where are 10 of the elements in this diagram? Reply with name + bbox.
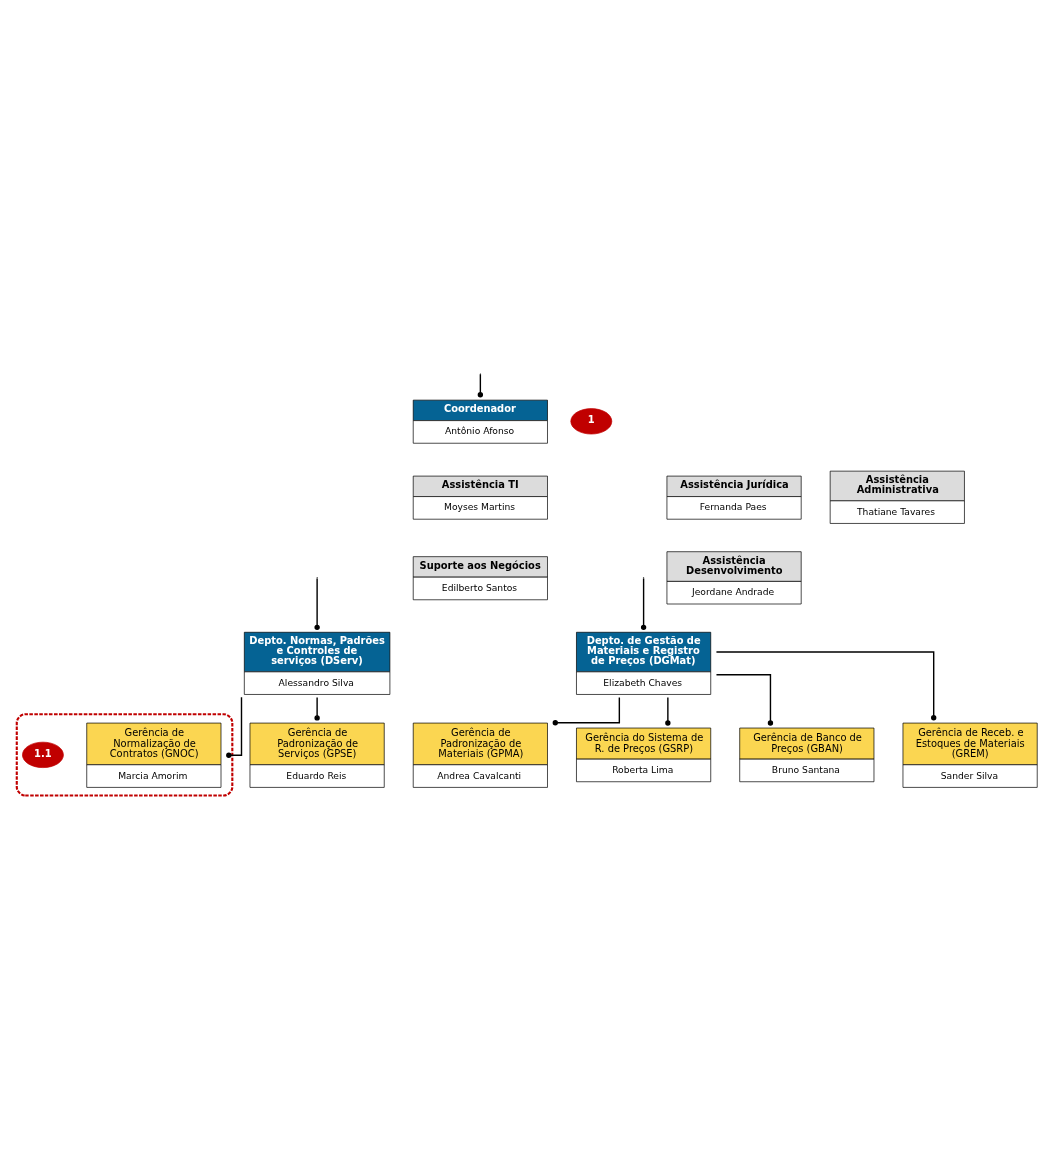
connector — [226, 696, 243, 758]
connector — [715, 673, 774, 726]
connector — [479, 373, 482, 394]
connector — [715, 651, 937, 721]
connector — [314, 696, 320, 721]
connector — [665, 696, 671, 726]
node-ellipse: 1 — [570, 408, 613, 435]
connector — [552, 696, 621, 726]
connector — [316, 577, 318, 627]
node-ellipse: 1.1 — [22, 741, 64, 768]
